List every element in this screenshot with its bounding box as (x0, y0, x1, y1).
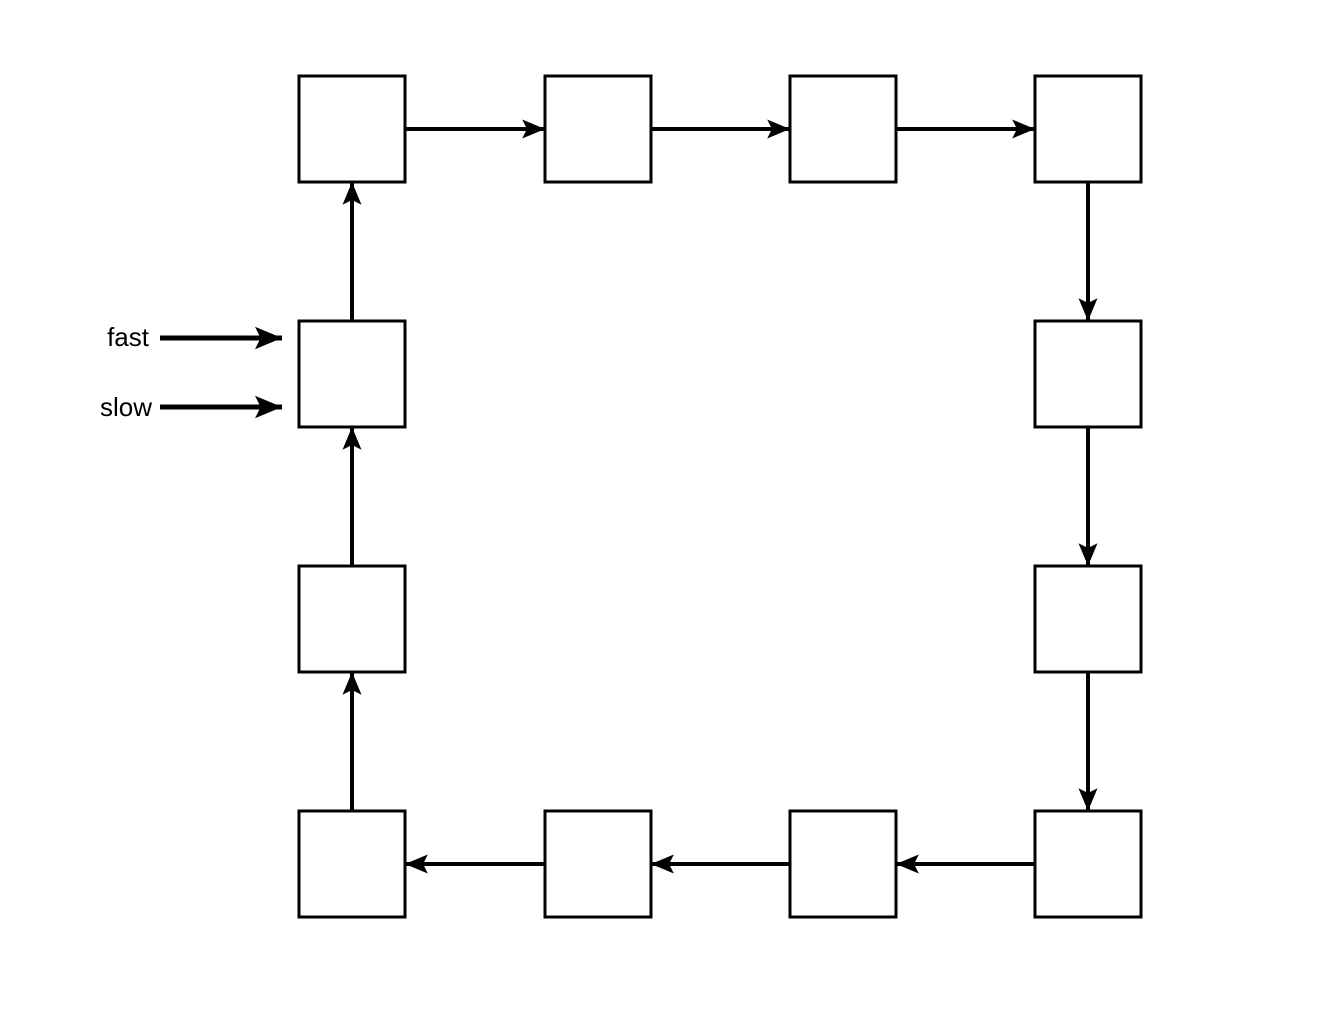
node-top-4 (1033, 74, 1143, 184)
input-label-slow: slow (100, 392, 152, 422)
node-bottom-2 (543, 809, 653, 919)
node-left-2 (297, 319, 407, 429)
node-top-3 (788, 74, 898, 184)
node-right-2 (1033, 319, 1143, 429)
node-top-2 (543, 74, 653, 184)
node-left-3 (297, 564, 407, 674)
node-top-1 (297, 74, 407, 184)
node-bottom-1 (297, 809, 407, 919)
input-label-fast: fast (107, 322, 150, 352)
node-right-3 (1033, 564, 1143, 674)
node-bottom-4 (1033, 809, 1143, 919)
node-bottom-3 (788, 809, 898, 919)
